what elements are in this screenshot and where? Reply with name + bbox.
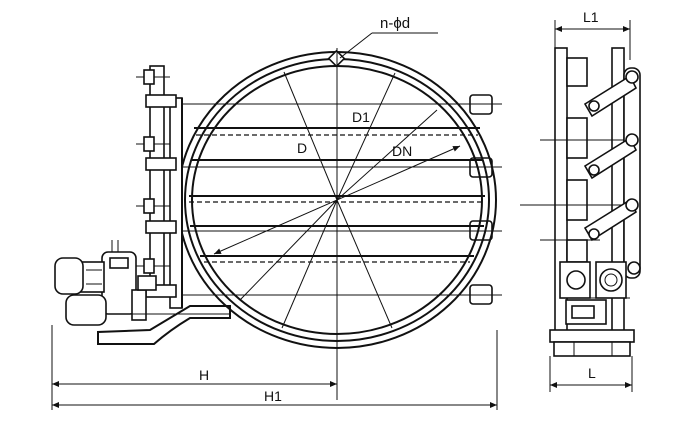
label-dn: DN	[392, 143, 412, 159]
label-h1: H1	[264, 388, 282, 404]
side-base-plate	[549, 329, 635, 357]
label-d: D	[297, 140, 307, 156]
side-shaft-housings	[520, 57, 640, 263]
base-bracket	[97, 305, 231, 345]
linkage-arms	[583, 67, 641, 279]
left-mounting-frame	[136, 65, 183, 309]
actuator-assembly	[54, 240, 157, 326]
label-l1: L1	[583, 9, 599, 25]
label-h: H	[199, 367, 209, 383]
label-l: L	[588, 365, 596, 381]
shaft-stubs-right	[170, 94, 502, 305]
dn-diameter-line	[213, 145, 461, 255]
bolt-hole-marker	[327, 32, 438, 68]
front-view: n-ϕd D1 D DN H H1	[51, 15, 502, 410]
label-bolt-holes: n-ϕd	[380, 15, 410, 32]
side-drive-mechanism	[559, 261, 641, 325]
side-view: L1	[520, 9, 641, 392]
label-d1: D1	[352, 109, 370, 125]
dimension-lines	[51, 325, 498, 410]
